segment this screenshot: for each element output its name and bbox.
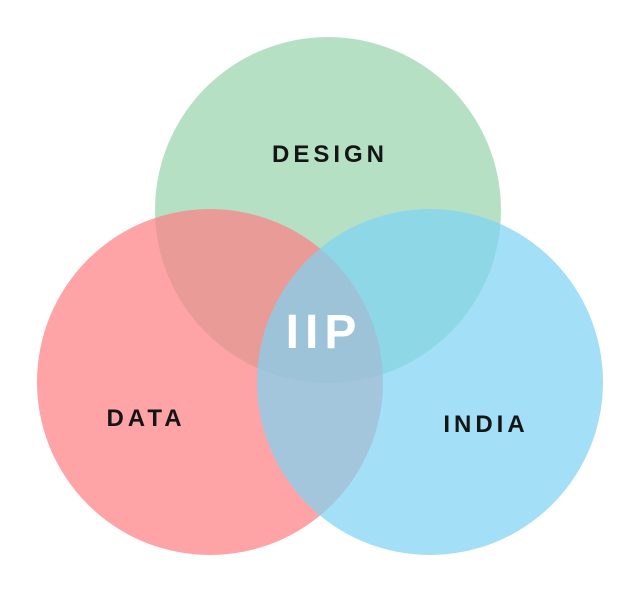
india-circle (257, 209, 603, 555)
design-label: DESIGN (272, 141, 388, 168)
center-label: IIP (286, 306, 363, 359)
data-label: DATA (106, 405, 185, 432)
india-label: INDIA (443, 411, 528, 438)
